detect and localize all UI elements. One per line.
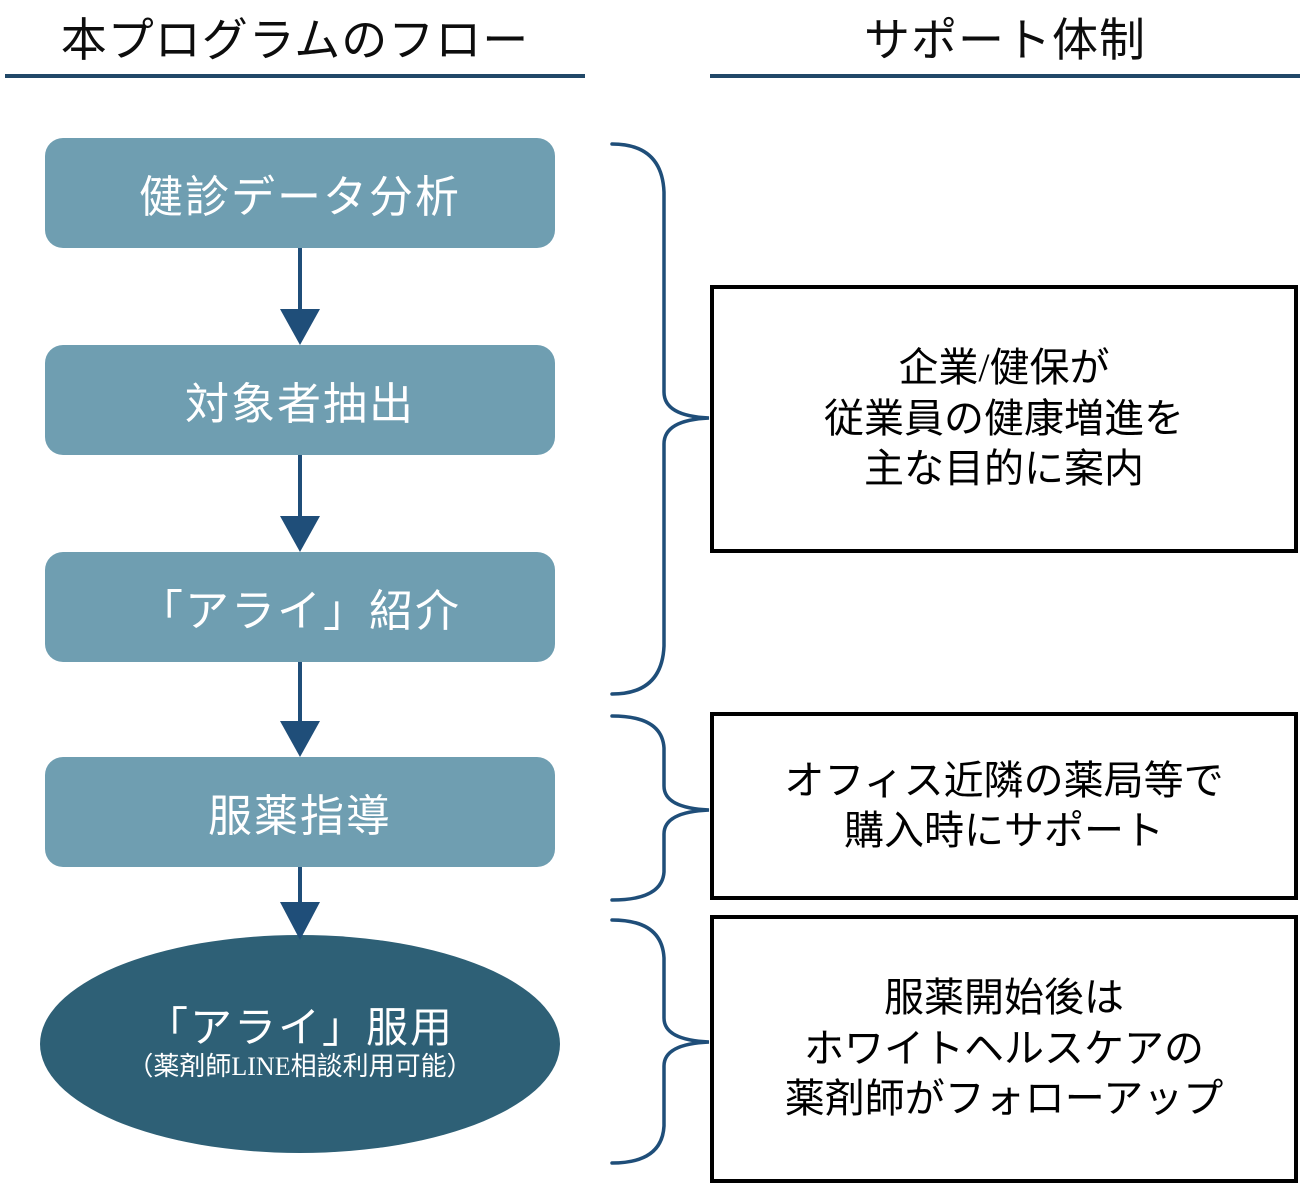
support-line: 企業/健保が: [898, 345, 1110, 391]
flow-step-label: 「アライ」紹介: [139, 587, 461, 636]
flow-step-arai-introduction[interactable]: 「アライ」紹介: [45, 552, 555, 662]
support-box-pharmacy-purchase[interactable]: オフィス近隣の薬局等で 購入時にサポート: [710, 712, 1298, 900]
flow-step-health-checkup-analysis[interactable]: 健診データ分析: [45, 138, 555, 248]
flow-step-arai-usage[interactable]: 「アライ」服用 （薬剤師LINE相談利用可能）: [40, 935, 560, 1153]
flow-column-header: 本プログラムのフロー: [60, 15, 530, 66]
support-line: 主な目的に案内: [864, 446, 1144, 492]
support-column-underline: [710, 74, 1300, 78]
arrow-head-1: [280, 309, 320, 345]
arrow-head-2: [280, 516, 320, 552]
support-line: オフィス近隣の薬局等で: [784, 757, 1224, 803]
flow-column-underline: [5, 74, 585, 78]
support-line: ホワイトヘルスケアの: [804, 1025, 1204, 1071]
flow-step-label: 服薬指導: [208, 792, 392, 841]
arrow-head-3: [280, 721, 320, 757]
support-column-header: サポート体制: [864, 15, 1146, 66]
flow-terminal-sublabel: （薬剤師LINE相談利用可能）: [127, 1051, 473, 1081]
flow-step-target-extraction[interactable]: 対象者抽出: [45, 345, 555, 455]
flow-terminal-label: 「アライ」服用: [145, 1005, 454, 1052]
arrow-head-4: [280, 902, 320, 940]
flow-step-label: 対象者抽出: [185, 380, 415, 429]
support-line: 購入時にサポート: [844, 808, 1164, 853]
support-line: 服薬開始後は: [884, 975, 1124, 1021]
support-line: 薬剤師がフォローアップ: [784, 1076, 1224, 1122]
support-line: 従業員の健康増進を: [824, 395, 1184, 441]
flow-step-medication-guidance[interactable]: 服薬指導: [45, 757, 555, 867]
support-box-company-guidance[interactable]: 企業/健保が 従業員の健康増進を 主な目的に案内: [710, 285, 1298, 553]
flow-step-label: 健診データ分析: [139, 173, 461, 222]
support-box-pharmacist-followup[interactable]: 服薬開始後は ホワイトヘルスケアの 薬剤師がフォローアップ: [710, 915, 1298, 1183]
